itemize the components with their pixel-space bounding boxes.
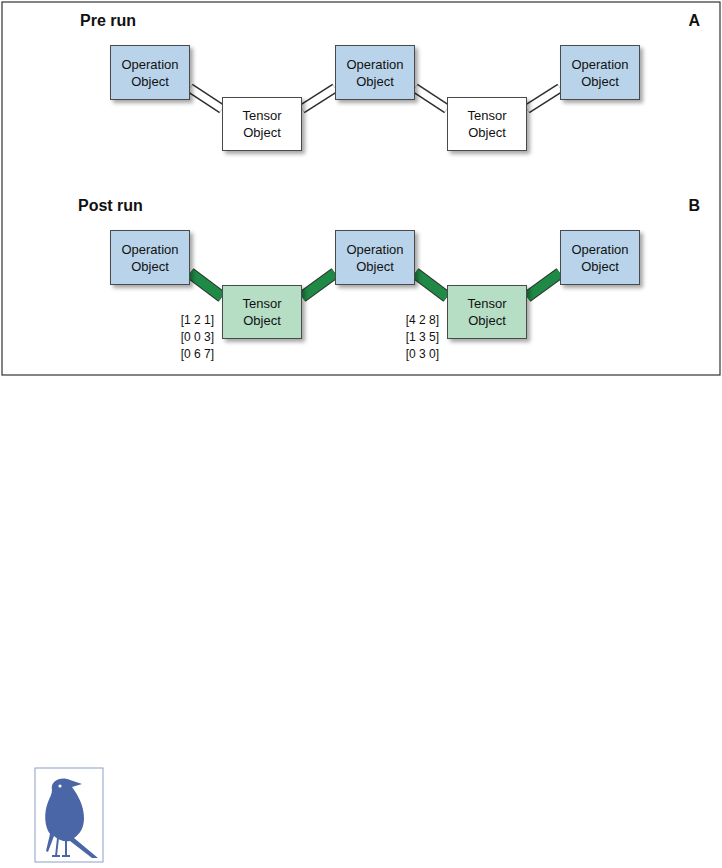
tensor-box: Tensor Object	[222, 285, 302, 339]
connector	[190, 88, 222, 109]
operation-box: Operation Object	[110, 45, 190, 100]
panel-label: Pre run	[80, 12, 136, 30]
operation-box: Operation Object	[335, 45, 415, 100]
panel-label: B	[688, 197, 700, 215]
panel-label: A	[688, 12, 700, 30]
operation-box: Operation Object	[560, 230, 640, 285]
note-icon	[35, 768, 103, 862]
matrix-row: [0 6 7]	[181, 347, 214, 361]
operation-box: Operation Object	[560, 45, 640, 100]
tensor-box: Tensor Object	[222, 97, 302, 151]
connector	[302, 88, 335, 109]
connector	[527, 273, 560, 297]
matrix-row: [1 3 5]	[406, 330, 439, 344]
tensor-box: Tensor Object	[447, 97, 527, 151]
connector	[190, 273, 222, 297]
connector	[302, 273, 335, 297]
matrix-row: [0 3 0]	[406, 347, 439, 361]
connector	[415, 88, 447, 109]
panel-label: Post run	[78, 197, 143, 215]
matrix-row: [1 2 1]	[181, 313, 214, 327]
box-text: Tensor Object	[448, 107, 526, 141]
operation-box: Operation Object	[110, 230, 190, 285]
box-text: Operation Object	[561, 241, 639, 275]
connector	[415, 273, 447, 297]
operation-box: Operation Object	[335, 230, 415, 285]
matrix-row: [4 2 8]	[406, 313, 439, 327]
box-text: Tensor Object	[448, 295, 526, 329]
connector	[527, 88, 560, 109]
box-text: Operation Object	[336, 241, 414, 275]
box-text: Tensor Object	[223, 107, 301, 141]
box-text: Operation Object	[111, 241, 189, 275]
box-text: Operation Object	[111, 56, 189, 90]
box-text: Operation Object	[561, 56, 639, 90]
matrix-row: [0 0 3]	[181, 330, 214, 344]
tensor-box: Tensor Object	[447, 285, 527, 339]
figure-frame	[2, 2, 720, 375]
box-text: Tensor Object	[223, 295, 301, 329]
box-text: Operation Object	[336, 56, 414, 90]
